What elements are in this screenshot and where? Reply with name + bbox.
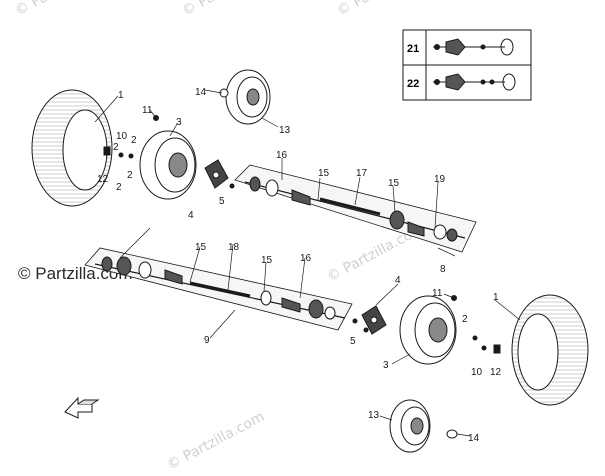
hub-bottom [361,305,387,335]
callout-14-top: 14 [195,87,207,98]
watermark-text: © Partzilla.com [179,0,282,20]
callout-11-top: 11 [142,105,153,116]
callout-2-d: 2 [116,182,122,193]
legend-row-22-number: 22 [407,78,419,90]
rear-shaft-panel [84,247,353,331]
callout-13-top: 13 [279,125,291,136]
callout-2-b: 2 [113,142,119,153]
cv-joint [249,176,458,242]
leader-lines [94,89,521,437]
callout-11-bottom: 11 [432,288,443,299]
hub-top [204,159,229,189]
callout-12-bottom: 12 [490,367,502,378]
watermark-text: © Partzilla.com [12,0,115,20]
callout-2-c: 2 [127,170,133,181]
callout-4-top: 4 [188,210,194,221]
callout-14-bottom: 14 [468,433,480,444]
direction-arrow-icon [64,396,100,419]
front-shaft-panel [234,164,477,253]
callout-1-bottom: 1 [493,292,499,303]
tire-bottom-right [511,294,589,406]
callout-3-top: 3 [176,117,182,128]
rim-top-left [139,130,197,200]
callout-5-top: 5 [219,196,225,207]
legend-row-21-joint-icon [433,38,514,56]
callout-8: 8 [440,264,446,275]
callout-17: 17 [356,168,368,179]
callout-16-top: 16 [276,150,288,161]
callout-13-bottom: 13 [368,410,380,421]
callout-3-bottom: 3 [383,360,389,371]
callout-18: 18 [228,242,240,253]
legend-box: 21 22 [402,29,532,101]
legend-row-22-joint-icon [433,73,516,91]
callout-15-d: 15 [261,255,273,266]
rim-bottom-right [399,295,457,365]
callout-2-a: 2 [131,135,137,146]
callout-12-top: 12 [97,174,109,185]
callout-16-bottom: 16 [300,253,312,264]
callout-15-a: 15 [318,168,330,179]
rim-top-small [225,69,271,125]
callout-10-bottom: 10 [471,367,483,378]
callout-4-bottom: 4 [395,275,401,286]
cv-joint [101,256,336,320]
callout-1-top: 1 [118,90,124,101]
callouts: 1 11 3 10 2 2 2 2 12 14 13 16 15 17 15 1… [97,87,502,444]
watermark-text: © Partzilla.com [164,409,267,474]
legend-row-21-number: 21 [407,43,419,55]
rim-bottom-small [389,399,431,453]
watermark-text: © Partzilla.com [334,0,437,20]
callout-10-top: 10 [116,131,128,142]
callout-5-bottom: 5 [350,336,356,347]
tire-top-left [31,89,113,207]
callout-9: 9 [204,335,210,346]
callout-15-c: 15 [195,242,207,253]
callout-2-e: 2 [462,314,468,325]
callout-15-b: 15 [388,178,400,189]
callout-19: 19 [434,174,446,185]
